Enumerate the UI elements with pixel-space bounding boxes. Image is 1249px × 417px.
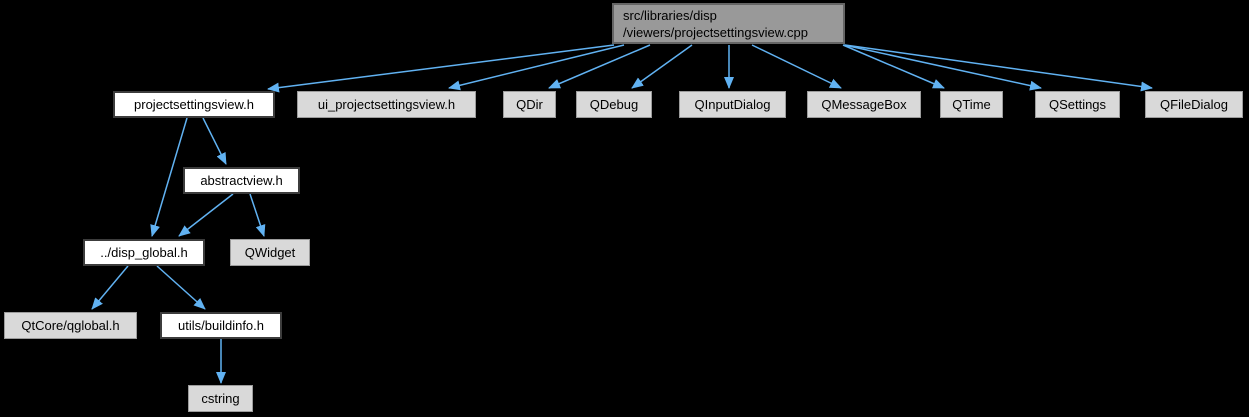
- node-qwidget: QWidget: [230, 239, 310, 266]
- node-qmessagebox: QMessageBox: [807, 91, 921, 118]
- edge-cpp-to-qmessagebox: [751, 44, 842, 89]
- edge-cpp-to-qsettings: [843, 44, 1042, 91]
- node-qdebug: QDebug: [576, 91, 652, 118]
- edge-cpp-to-projectsettingsview-h: [267, 44, 615, 93]
- edge-disp-global-h-to-qtcore-qglobal-h: [91, 265, 129, 310]
- node-utils-buildinfo-h[interactable]: utils/buildinfo.h: [160, 312, 282, 339]
- edge-projectsettingsview-h-to-abstractview-h: [202, 117, 227, 165]
- edge-cpp-to-qfiledialog: [844, 44, 1153, 92]
- node-disp-global-h[interactable]: ../disp_global.h: [83, 239, 205, 266]
- edge-disp-global-h-to-utils-buildinfo-h: [156, 265, 206, 310]
- edge-projectsettingsview-h-to-disp-global-h: [150, 117, 188, 237]
- node-qinputdialog: QInputDialog: [679, 91, 786, 118]
- node-qsettings: QSettings: [1035, 91, 1120, 118]
- node-ui-projectsettingsview-h: ui_projectsettingsview.h: [297, 91, 476, 118]
- node-qtime: QTime: [940, 91, 1003, 118]
- edge-cpp-to-qdir: [548, 44, 651, 89]
- node-qdir: QDir: [503, 91, 556, 118]
- node-qfiledialog: QFileDialog: [1145, 91, 1243, 118]
- node-projectsettingsview-cpp: src/libraries/disp /viewers/projectsetti…: [612, 3, 845, 44]
- node-cstring: cstring: [188, 385, 253, 412]
- node-projectsettingsview-h[interactable]: projectsettingsview.h: [113, 91, 275, 118]
- node-qtcore-qglobal-h: QtCore/qglobal.h: [4, 312, 137, 339]
- node-abstractview-h[interactable]: abstractview.h: [183, 167, 300, 194]
- edge-cpp-to-qdebug: [631, 44, 693, 89]
- edge-abstractview-h-to-disp-global-h: [178, 193, 234, 237]
- edge-cpp-to-ui-projectsettingsview-h: [448, 44, 625, 91]
- edge-cpp-to-qtime: [842, 44, 945, 89]
- edge-abstractview-h-to-qwidget: [249, 193, 266, 237]
